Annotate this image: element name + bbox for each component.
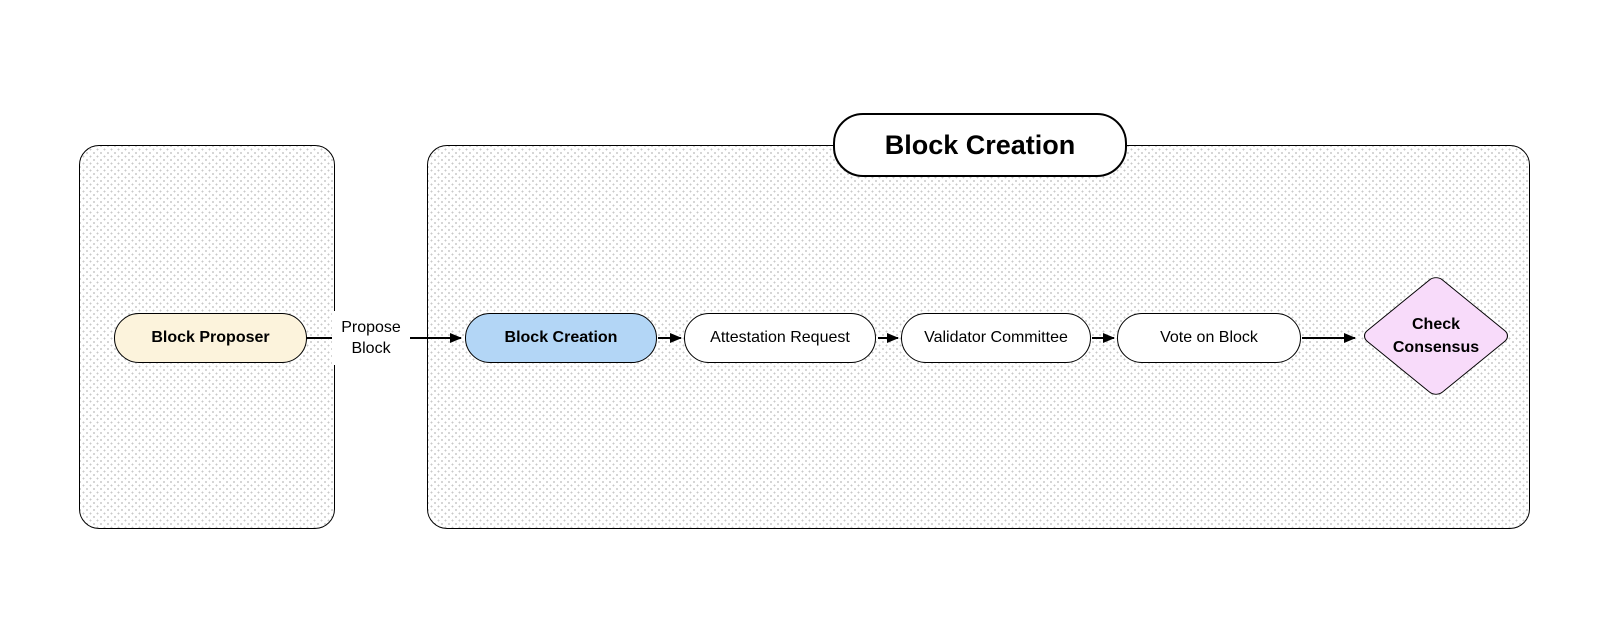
node-vote-on-block: Vote on Block [1117, 313, 1301, 363]
diamond-label: Check Consensus [1360, 274, 1512, 398]
edge-label-line2: Block [351, 340, 391, 357]
node-attestation-request: Attestation Request [684, 313, 876, 363]
node-block-proposer: Block Proposer [114, 313, 307, 363]
node-block-creation: Block Creation [465, 313, 657, 363]
node-check-consensus: Check Consensus [1359, 273, 1513, 399]
node-validator-committee: Validator Committee [901, 313, 1091, 363]
diamond-label-line2: Consensus [1392, 339, 1480, 356]
edge-label-propose-block: Propose Block [332, 311, 410, 365]
group-title-block-creation: Block Creation [833, 113, 1127, 177]
edge-label-line1: Propose [341, 319, 401, 336]
diamond-label-line1: Check [1411, 316, 1461, 333]
